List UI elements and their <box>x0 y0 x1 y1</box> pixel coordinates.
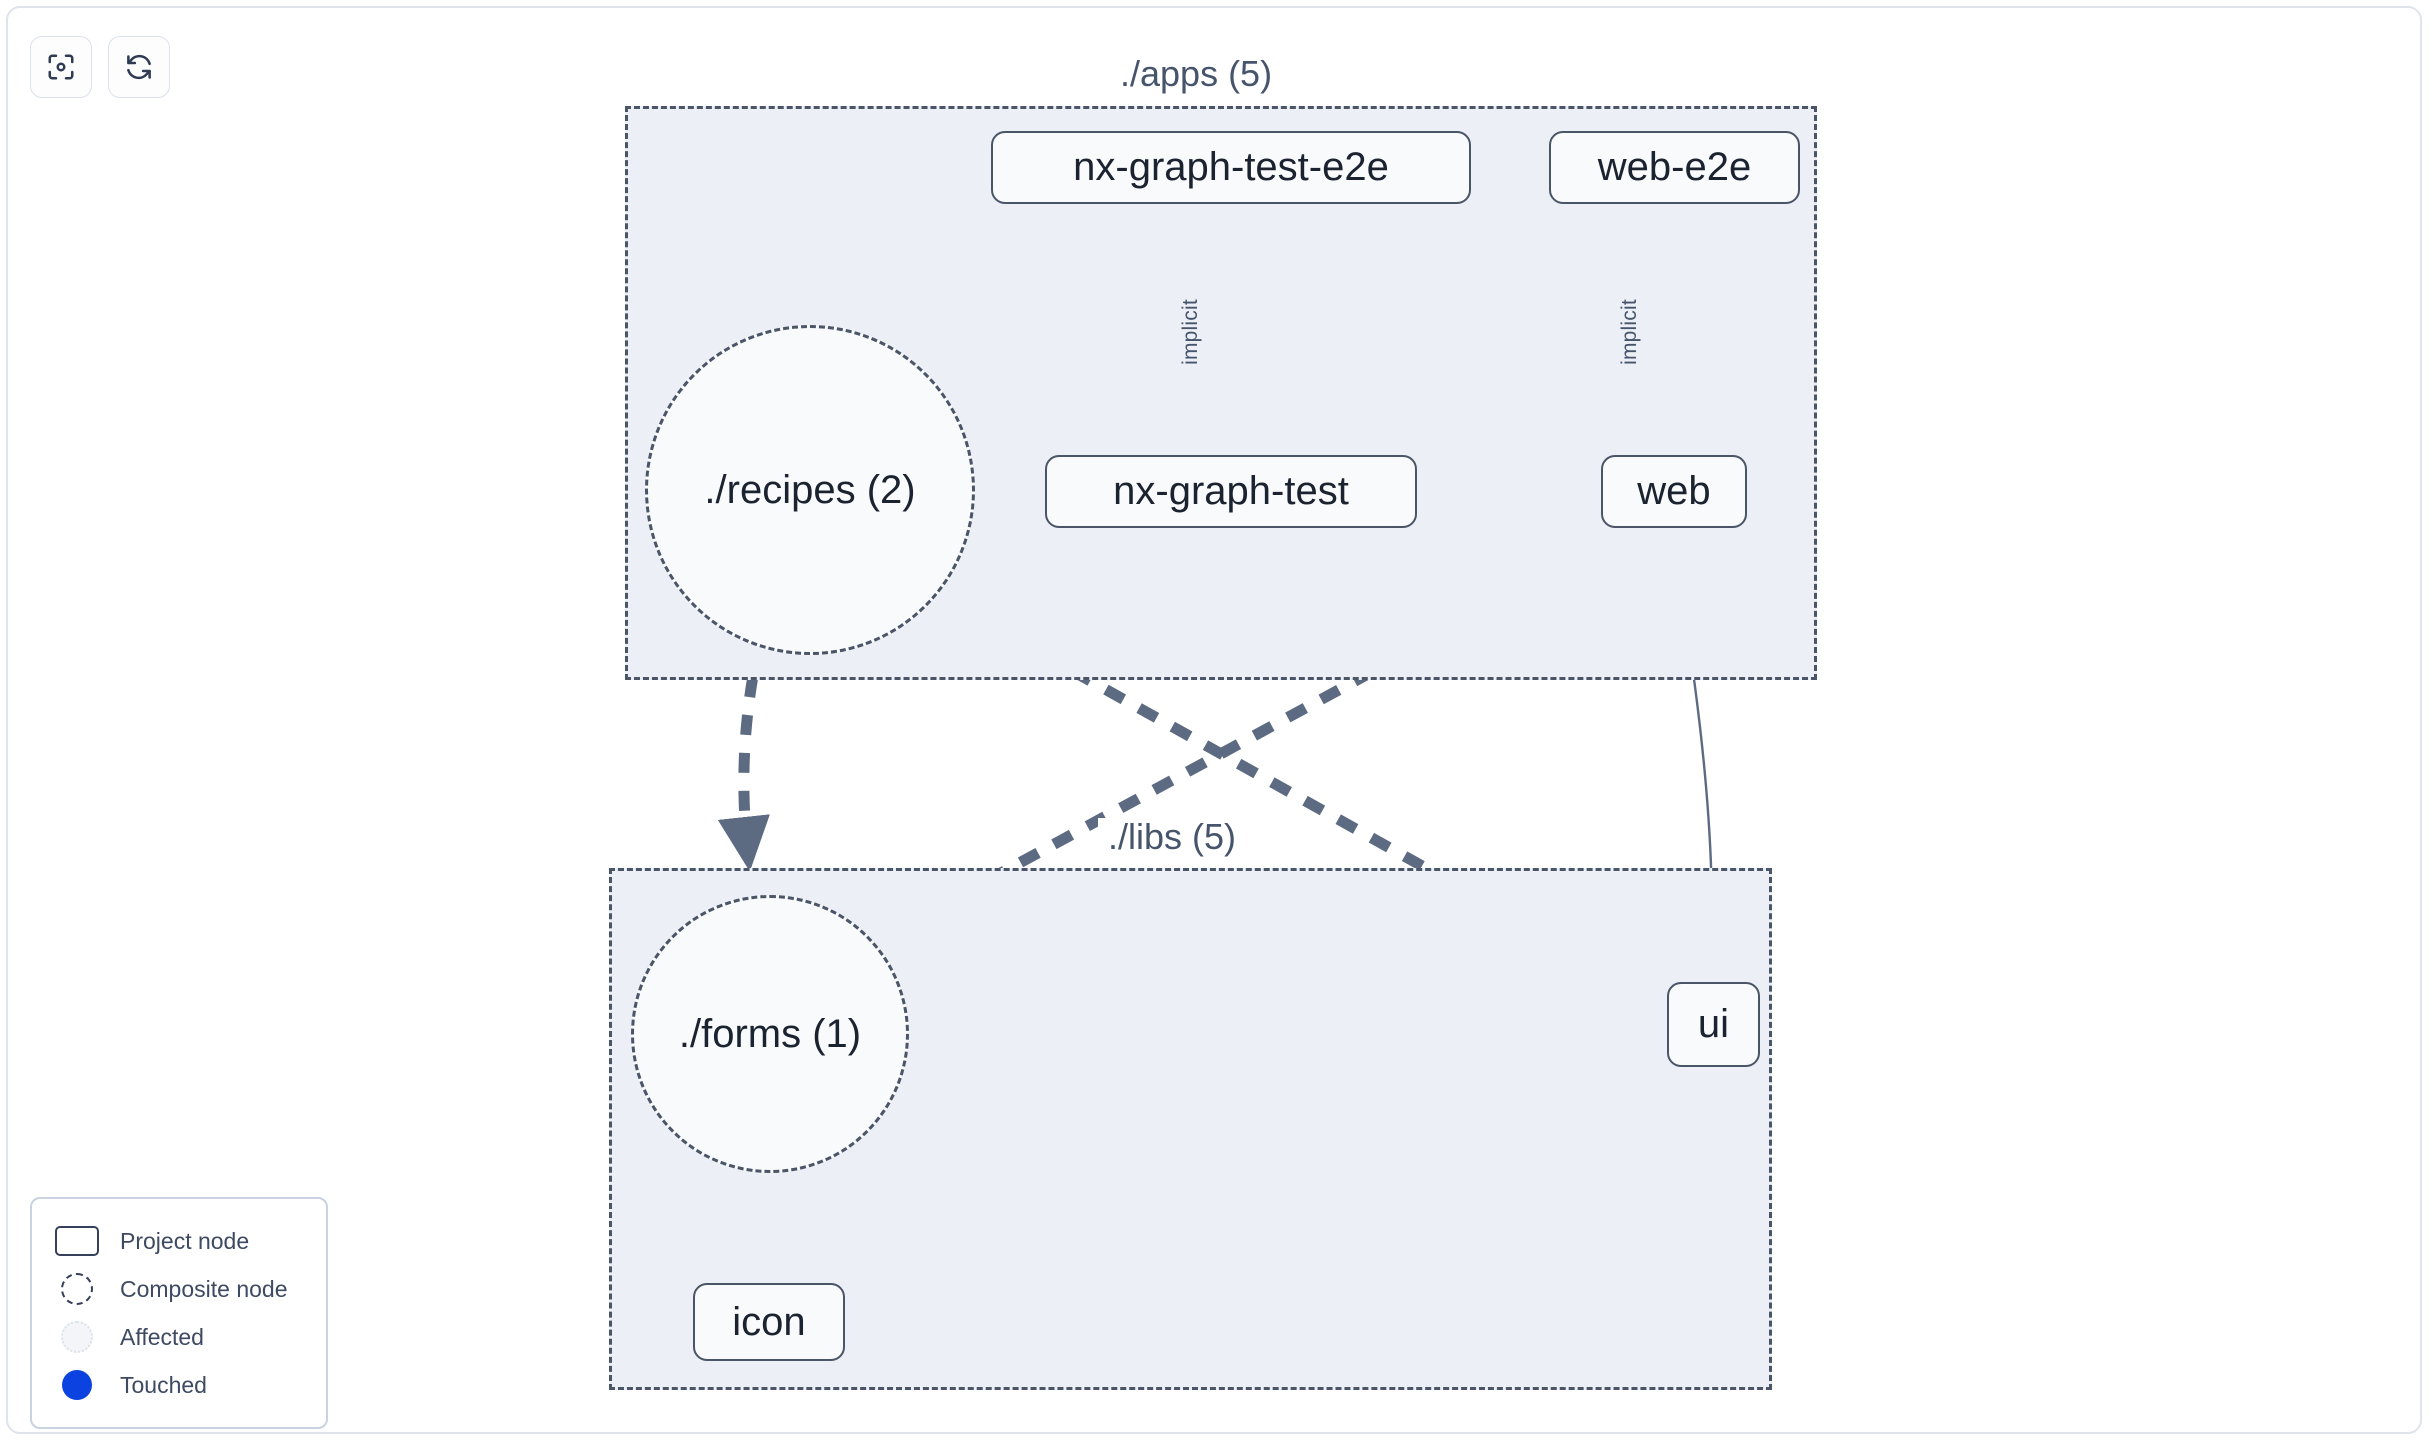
group-apps-label: ./apps (5) <box>1110 55 1283 93</box>
legend-label-project-node: Project node <box>120 1227 250 1254</box>
composite-node-swatch <box>54 1272 100 1306</box>
legend-label-touched: Touched <box>120 1371 207 1398</box>
legend-item-touched: Touched <box>54 1361 306 1409</box>
composite-node-recipes[interactable]: ./recipes (2) <box>645 325 975 655</box>
legend-item-affected: Affected <box>54 1313 306 1361</box>
group-libs-label: ./libs (5) <box>1098 818 1247 856</box>
edge-label-implicit-web: implicit <box>1618 299 1641 365</box>
focus-target-icon <box>46 52 76 82</box>
graph-toolbar <box>30 36 170 98</box>
affected-swatch <box>54 1320 100 1354</box>
edge-label-implicit-nx-graph-test: implicit <box>1179 299 1202 365</box>
composite-node-forms[interactable]: ./forms (1) <box>631 895 909 1173</box>
project-node-web-e2e[interactable]: web-e2e <box>1549 131 1800 204</box>
project-node-ui[interactable]: ui <box>1667 982 1760 1067</box>
project-node-web[interactable]: web <box>1601 455 1747 528</box>
legend-item-project-node: Project node <box>54 1217 306 1265</box>
edge-recipes-to-forms <box>717 638 770 872</box>
focus-graph-button[interactable] <box>30 36 92 98</box>
project-node-nx-graph-test-e2e[interactable]: nx-graph-test-e2e <box>991 131 1471 204</box>
legend-label-affected: Affected <box>120 1323 204 1350</box>
legend-label-composite-node: Composite node <box>120 1275 288 1302</box>
project-node-nx-graph-test[interactable]: nx-graph-test <box>1045 455 1417 528</box>
legend-item-composite-node: Composite node <box>54 1265 306 1313</box>
touched-swatch <box>54 1368 100 1402</box>
project-node-swatch <box>54 1224 100 1258</box>
graph-legend: Project node Composite node Affected Tou… <box>30 1197 328 1429</box>
refresh-graph-button[interactable] <box>108 36 170 98</box>
refresh-icon <box>124 52 154 82</box>
project-node-icon[interactable]: icon <box>693 1283 845 1361</box>
